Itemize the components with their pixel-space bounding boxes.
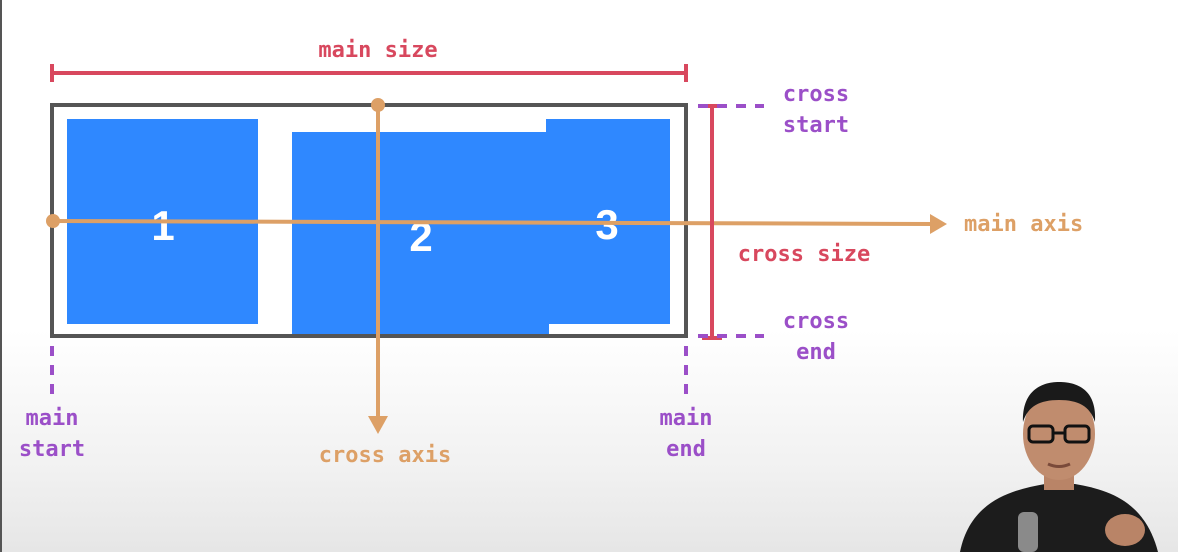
presenter-hair <box>1022 382 1096 422</box>
main-size-marker <box>50 64 688 82</box>
cross-axis-label: cross axis <box>319 443 451 468</box>
cross-end-label-line2: end <box>796 340 836 365</box>
main-start-label-line1: main <box>26 406 79 431</box>
item-2-number: 2 <box>409 213 432 260</box>
main-end-label-line1: main <box>660 406 713 431</box>
main-size-label: main size <box>318 38 437 63</box>
main-end-label-line2: end <box>666 437 706 462</box>
left-edge-bar <box>0 0 2 552</box>
presenter-hand <box>1105 514 1145 546</box>
glasses-icon <box>1027 424 1091 444</box>
cross-start-label-line2: start <box>783 113 849 138</box>
cross-size-label: cross size <box>738 242 870 267</box>
microphone-icon <box>1018 512 1038 552</box>
main-start-label-line2: start <box>19 437 85 462</box>
flex-item-2-3 <box>292 119 670 337</box>
cross-axis-arrow <box>368 98 388 434</box>
item-1-number: 1 <box>151 202 174 249</box>
cross-start-label-line1: cross <box>783 82 849 107</box>
cross-end-label-line1: cross <box>783 309 849 334</box>
main-axis-label: main axis <box>964 212 1083 237</box>
presenter-mouth <box>1047 462 1071 468</box>
presenter-video-overlay <box>960 382 1158 552</box>
main-axis-arrow <box>46 214 947 234</box>
